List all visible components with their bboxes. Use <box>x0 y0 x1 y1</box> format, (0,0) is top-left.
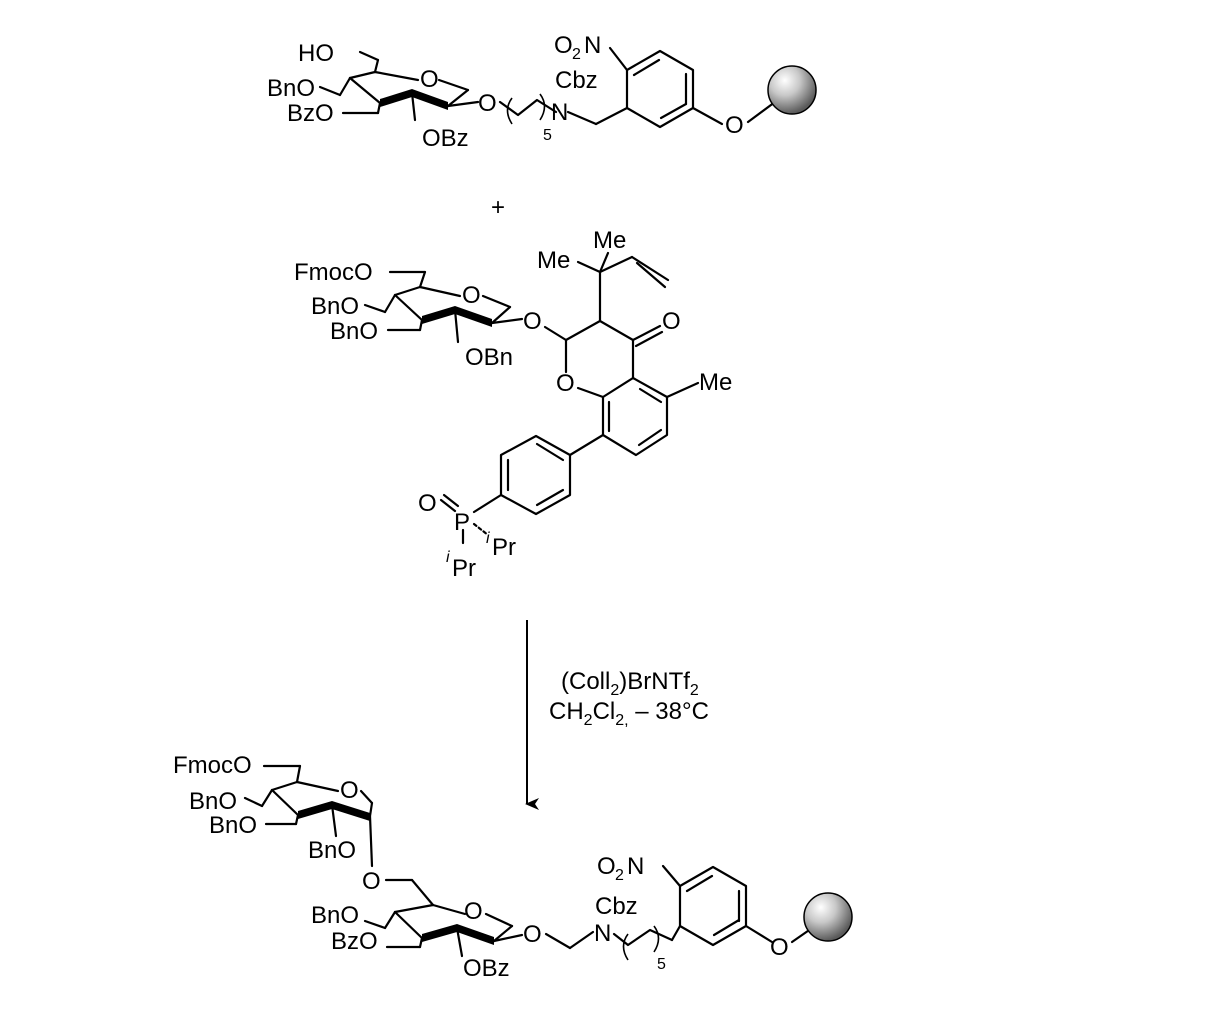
label-link-O: O <box>362 868 381 895</box>
label-BnO-1: BnO <box>311 293 359 320</box>
label-N: N <box>594 920 611 947</box>
label-ring-O: O <box>420 66 439 93</box>
label-iPr2: Pr <box>452 555 476 582</box>
label-Cbz: Cbz <box>595 893 638 920</box>
label-ketone-O: O <box>662 308 681 335</box>
label-ring1-O: O <box>340 777 359 804</box>
label-Me-left: Me <box>537 247 570 274</box>
label-BnO-1: BnO <box>189 788 237 815</box>
label-Me-aryl: Me <box>699 369 732 396</box>
label-BnO-2: BnO <box>209 812 257 839</box>
product-wedge-front-1 <box>298 801 332 819</box>
label-iPr1: Pr <box>492 534 516 561</box>
donor-wedge-front <box>422 306 455 324</box>
label-FmocO: FmocO <box>294 259 373 286</box>
label-O2N-N: N <box>627 853 644 880</box>
acceptor-molecule: HO BnO BzO O OBz O 5 N Cbz O 2 N O <box>267 32 817 152</box>
resin-bead-icon <box>803 892 853 942</box>
label-BnO-4: BnO <box>311 902 359 929</box>
label-BzO: BzO <box>287 100 334 127</box>
label-O2N-sub: 2 <box>615 867 624 884</box>
label-P-O: O <box>418 490 437 517</box>
product-molecule: FmocO BnO BnO O BnO O BnO BzO O OBz O N … <box>173 752 853 982</box>
label-Me-top: Me <box>593 227 626 254</box>
label-chroman-O: O <box>556 370 575 397</box>
label-repeat-n: 5 <box>543 127 552 144</box>
product-wedge-front-2 <box>422 924 457 942</box>
label-FmocO: FmocO <box>173 752 252 779</box>
label-OBz: OBz <box>463 955 510 982</box>
label-glyco-O: O <box>523 308 542 335</box>
conditions-line-2: CH2Cl2, – 38°C <box>549 698 709 729</box>
label-iPr2-i: i <box>446 549 450 566</box>
label-Cbz: Cbz <box>555 67 598 94</box>
label-O2N-O: O <box>597 853 616 880</box>
label-ring-O: O <box>462 282 481 309</box>
label-N: N <box>551 99 568 126</box>
label-BnO: BnO <box>267 75 315 102</box>
label-aryl-O: O <box>770 934 789 961</box>
label-P: P <box>454 509 470 536</box>
label-BnO-3: BnO <box>308 837 356 864</box>
label-glyco-O: O <box>523 921 542 948</box>
label-BnO-2: BnO <box>330 318 378 345</box>
label-link-O: O <box>478 90 497 117</box>
label-BzO: BzO <box>331 928 378 955</box>
reaction-conditions: (Coll2)BrNTf2 CH2Cl2, – 38°C <box>549 668 709 729</box>
resin-bead-icon <box>767 65 817 115</box>
donor-molecule: FmocO BnO BnO O OBn O Me Me O O Me O P i… <box>294 227 732 582</box>
label-O2N-N: N <box>584 32 601 59</box>
conditions-line-1: (Coll2)BrNTf2 <box>561 668 699 699</box>
acceptor-wedge-front <box>380 89 412 107</box>
label-OBn: OBn <box>465 344 513 371</box>
label-iPr1-i: i <box>486 530 490 547</box>
label-repeat-n: 5 <box>657 956 666 973</box>
label-ring2-O: O <box>464 898 483 925</box>
plus-sign: + <box>491 194 505 221</box>
label-O2N-O: O <box>554 32 573 59</box>
label-aryl-O: O <box>725 112 744 139</box>
label-O2N-sub: 2 <box>572 46 581 63</box>
label-HO: HO <box>298 40 334 67</box>
label-OBz: OBz <box>422 125 469 152</box>
